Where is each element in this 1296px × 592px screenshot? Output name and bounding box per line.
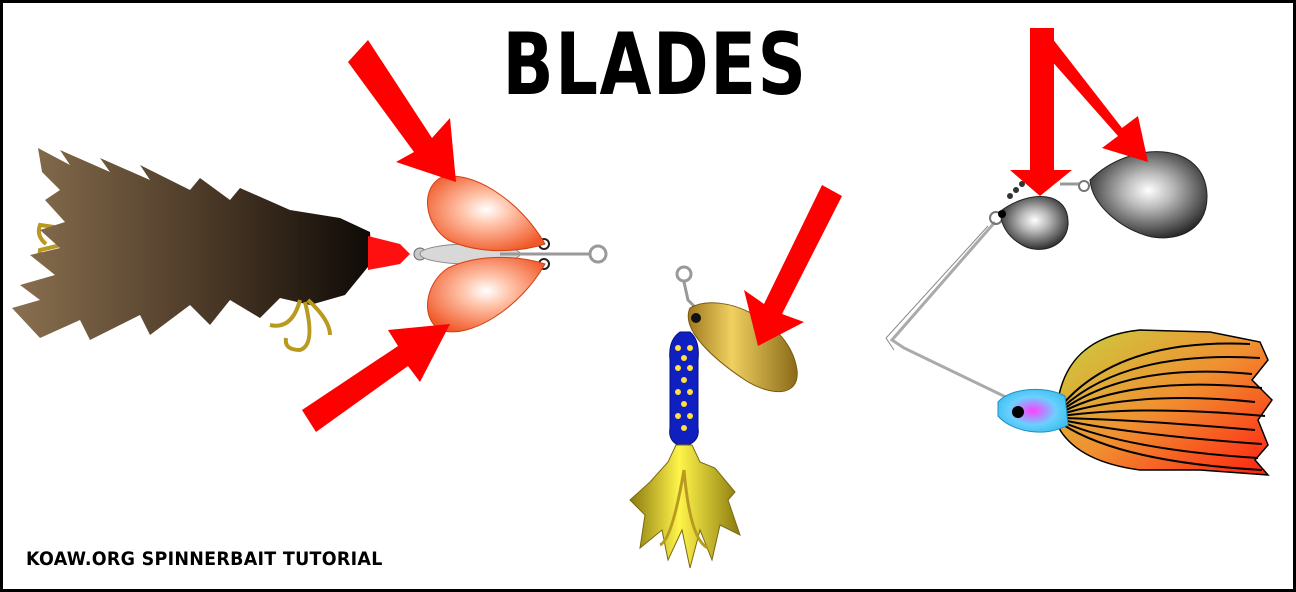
tutorial-caption: KOAW.ORG SPINNERBAIT TUTORIAL xyxy=(26,548,383,570)
gold-blade xyxy=(687,302,798,392)
orange-blade-bottom xyxy=(427,256,546,333)
arrow-middle xyxy=(744,185,842,346)
gold-skirt xyxy=(629,444,741,569)
orange-blade-top xyxy=(427,175,546,252)
treble-hook-lower xyxy=(269,298,332,353)
silver-blade-small xyxy=(1000,196,1069,250)
arrow-right-pair xyxy=(1010,28,1148,196)
collar xyxy=(368,236,410,270)
left-lure xyxy=(12,148,608,353)
arrow-left-top xyxy=(348,40,456,182)
silver-blade-large xyxy=(1089,151,1208,239)
arrow-left-bottom xyxy=(302,324,450,432)
page-title: BLADES xyxy=(502,15,808,115)
hair-tail xyxy=(12,148,372,340)
spinnerbait-head xyxy=(997,388,1069,433)
right-lure xyxy=(885,151,1273,476)
spinnerbait-skirt xyxy=(1057,329,1273,476)
middle-lure xyxy=(629,265,798,569)
